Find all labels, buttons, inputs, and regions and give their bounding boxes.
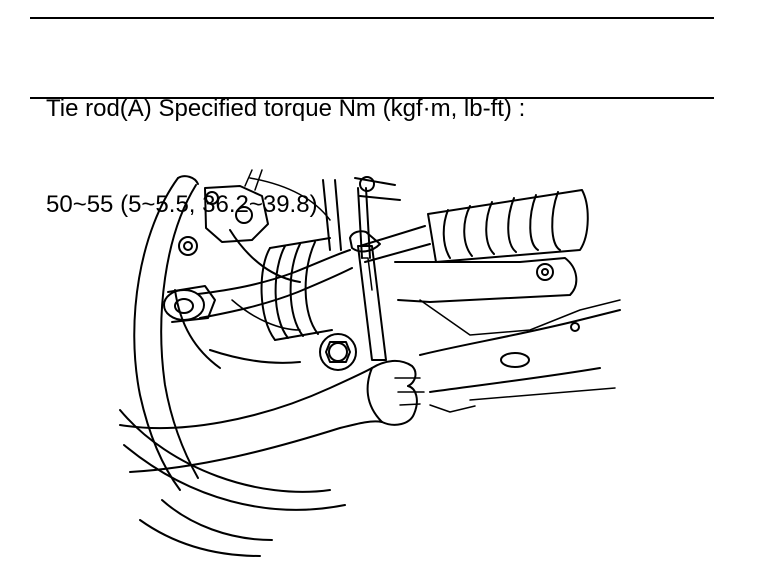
ball-joint-nut <box>319 333 357 371</box>
rack-boot <box>359 189 589 263</box>
top-rule <box>30 17 714 19</box>
wrench <box>349 230 387 361</box>
subframe <box>419 309 621 413</box>
wheel <box>119 175 346 557</box>
tie-rod-end <box>163 249 353 323</box>
cv-boot <box>260 237 333 341</box>
lower-arm <box>394 257 621 336</box>
spec-line-1: Tie rod(A) Specified torque Nm (kgf·m, l… <box>46 95 526 122</box>
bottom-rule <box>30 97 714 99</box>
technician-hand <box>119 360 425 473</box>
